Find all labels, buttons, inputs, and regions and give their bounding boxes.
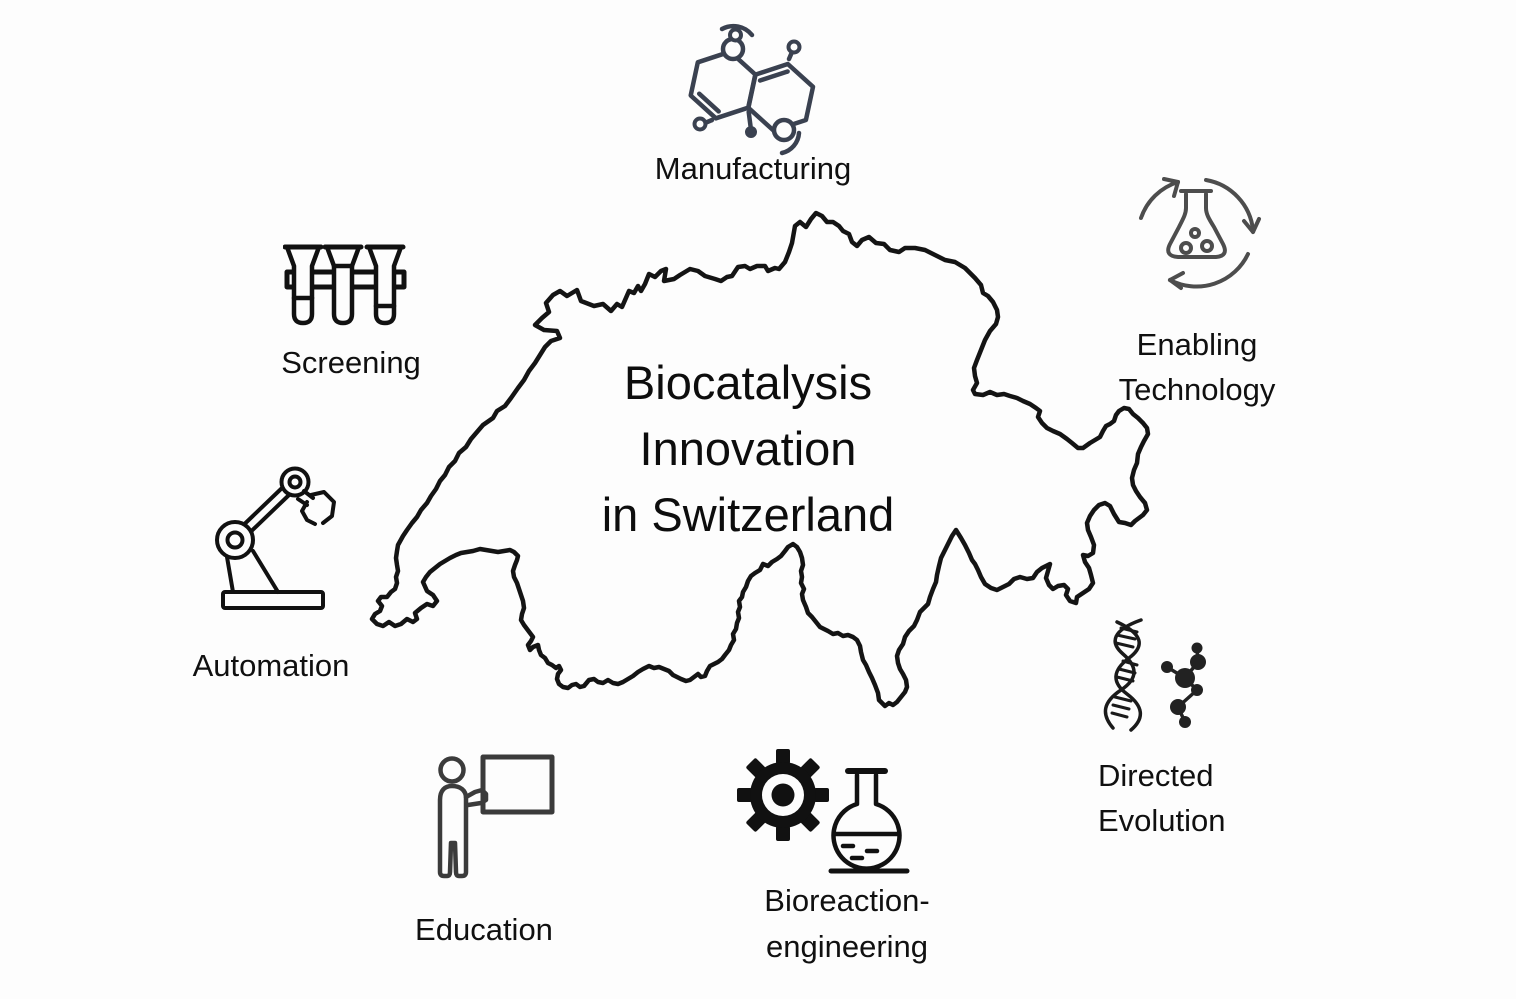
enabling-technology-label-line-2: Technology (1118, 372, 1276, 407)
gear-icon (737, 749, 829, 841)
manufacturing-label: Manufacturing (654, 151, 852, 186)
bioreaction-label-line-2: engineering (765, 929, 929, 964)
diagram-title: Biocatalysis Innovation in Switzerland (568, 350, 928, 548)
automation-label: Automation (192, 648, 350, 683)
directed-evolution-label-line-1: Directed (1098, 758, 1214, 793)
robot-arm-icon (215, 466, 336, 610)
flask-cycle-icon (1139, 177, 1261, 290)
title-line-1: Biocatalysis (623, 356, 873, 409)
molecule-icon (688, 23, 816, 156)
education-label: Education (415, 912, 553, 947)
title-line-2: Innovation (639, 422, 857, 475)
directed-evolution-label-line-2: Evolution (1098, 803, 1226, 838)
directed-evolution-label: Directed Evolution (1098, 753, 1318, 843)
dna-icon (1103, 618, 1143, 732)
enabling-technology-label-line-1: Enabling (1136, 327, 1258, 362)
enabling-technology-label: Enabling Technology (1047, 322, 1347, 412)
title-line-3: in Switzerland (601, 488, 895, 541)
round-flask-icon (828, 768, 910, 874)
screening-label: Screening (281, 345, 421, 380)
molecule-balls-icon (1161, 642, 1206, 728)
test-tubes-icon (283, 244, 407, 326)
bioreaction-engineering-label: Bioreaction- engineering (697, 878, 997, 970)
gear-flask-icon (737, 749, 910, 874)
teacher-whiteboard-icon (437, 754, 555, 879)
bioreaction-label-line-1: Bioreaction- (764, 883, 930, 918)
